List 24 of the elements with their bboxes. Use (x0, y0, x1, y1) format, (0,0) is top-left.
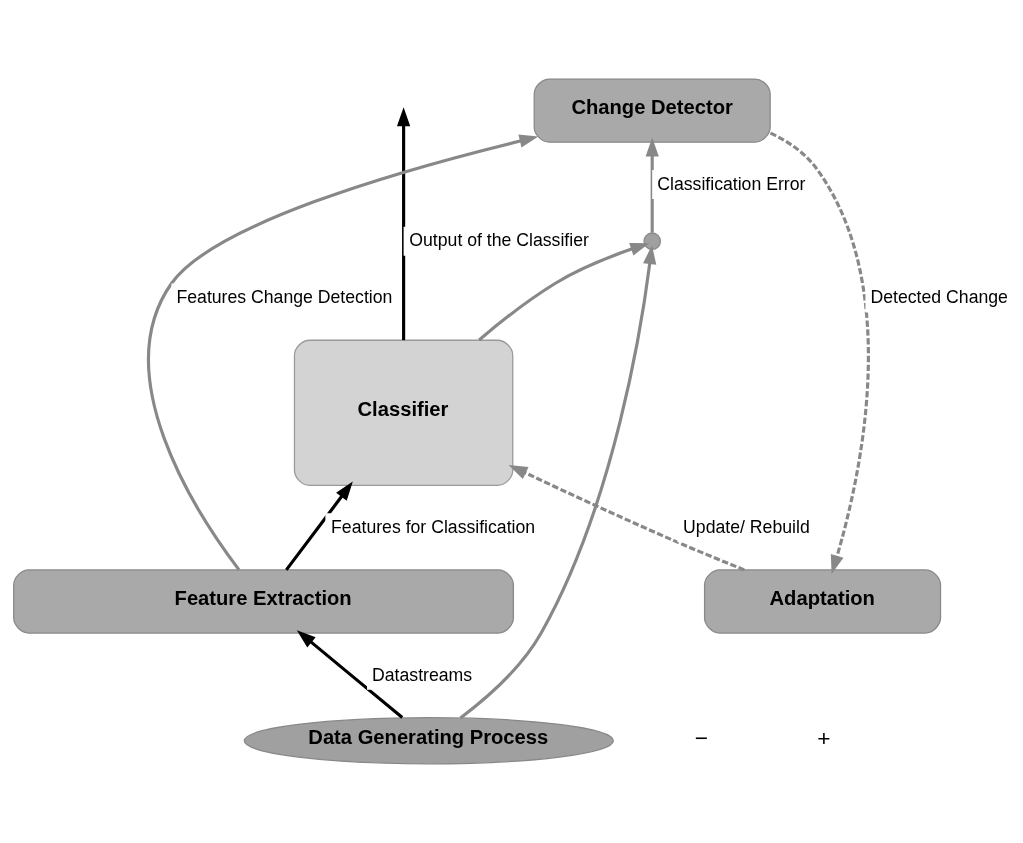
edge-label: Classification Error (657, 173, 806, 194)
node-box: Feature Extraction (13, 569, 514, 634)
node-ellipse: Data Generating Process (243, 717, 614, 765)
arrow (296, 630, 404, 719)
arrow (459, 245, 657, 720)
edge-label: Output of the Classifier (409, 230, 589, 251)
arrow (285, 481, 353, 571)
arrow (508, 464, 745, 572)
arrow (769, 131, 870, 575)
edge-label: Features for Classification (331, 516, 536, 537)
label: − (694, 725, 709, 752)
node-box: Classifier (293, 339, 514, 486)
edge-label: Update/ Rebuild (683, 516, 810, 537)
node-box: Change Detector (533, 78, 771, 143)
node-circle (643, 232, 662, 251)
edge-label: Datastreams (372, 664, 473, 685)
node-box: Adaptation (703, 569, 942, 634)
arrow (478, 242, 650, 342)
label: + (817, 725, 831, 752)
edge-label: Detected Change (870, 287, 1008, 308)
arrow (645, 137, 659, 233)
arrow (396, 107, 411, 341)
edge-label: Features Change Detection (176, 287, 393, 308)
arrow (147, 134, 539, 571)
